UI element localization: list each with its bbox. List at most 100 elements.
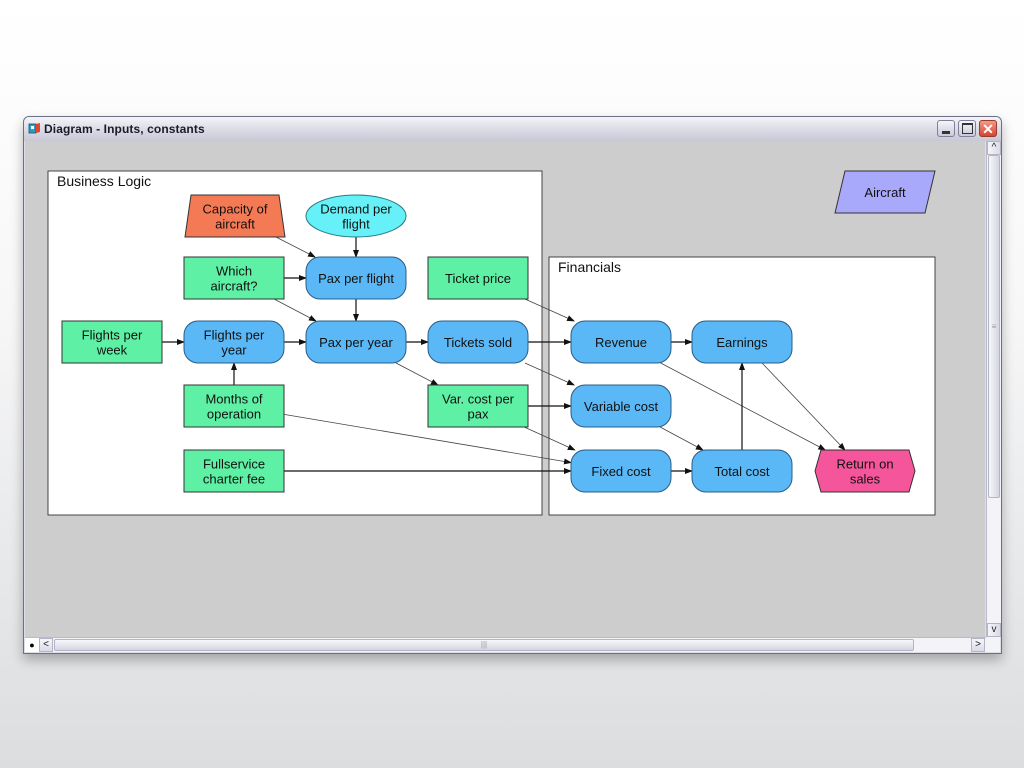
node-label: operation [207,407,261,422]
horizontal-scrollbar[interactable]: ● < ||| > [25,637,986,652]
node-label: Variable cost [584,399,659,414]
node-shape[interactable] [834,170,936,214]
node-label: Months of [205,392,262,407]
node-shape[interactable] [427,256,529,300]
node-fixed-cost[interactable]: Fixed cost [570,449,672,493]
maximize-button[interactable] [958,120,976,137]
node-shape[interactable] [814,449,916,493]
arrow-capacity-to-pax-per-flight[interactable] [275,236,316,258]
chevron-down-icon: v [991,624,997,635]
node-ticket-price[interactable]: Ticket price [427,256,529,300]
arrow-earnings-to-return-on-sales[interactable] [761,362,846,451]
node-label: Pax per year [319,335,393,350]
node-shape[interactable] [691,449,793,493]
scroll-down-button[interactable]: v [987,623,1001,637]
node-shape[interactable] [183,256,285,300]
chevron-right-icon: > [975,639,981,650]
vertical-scroll-thumb[interactable]: ≡ [988,155,1000,498]
title-bar[interactable]: Diagram - Inputs, constants ✕ [24,117,1001,141]
arrow-revenue-to-return-on-sales[interactable] [660,362,827,451]
scroll-right-button[interactable]: > [971,638,985,652]
node-shape[interactable] [305,194,407,238]
node-shape[interactable] [427,384,529,428]
node-pax-per-flight[interactable]: Pax per flight [305,256,407,300]
arrow-var-cost-per-pax-to-fixed-cost[interactable] [524,426,576,451]
resize-grip[interactable] [986,637,1000,652]
node-earnings[interactable]: Earnings [691,320,793,364]
node-shape[interactable] [427,320,529,364]
chevron-up-icon: ^ [991,142,997,153]
node-label: Aircraft [864,185,906,200]
app-icon [28,123,40,134]
node-label: aircraft? [211,279,258,294]
node-shape[interactable] [570,320,672,364]
node-revenue[interactable]: Revenue [570,320,672,364]
minimize-button[interactable] [937,120,955,137]
scroll-up-button[interactable]: ^ [987,141,1001,155]
arrow-pax-per-year-to-var-cost-per-pax[interactable] [395,362,439,386]
node-label: Which [216,264,252,279]
lock-icon[interactable]: ● [25,638,39,652]
arrow-variable-cost-to-total-cost[interactable] [659,426,704,451]
node-label: Tickets sold [444,335,512,350]
node-label: Flights per [82,328,143,343]
node-shape[interactable] [183,449,285,493]
close-button[interactable]: ✕ [979,120,997,137]
node-shape[interactable] [61,320,163,364]
node-shape[interactable] [305,256,407,300]
diagram-window: Diagram - Inputs, constants ✕ Business L… [23,116,1002,654]
node-label: Earnings [716,335,768,350]
node-shape[interactable] [183,384,285,428]
node-shape[interactable] [305,320,407,364]
node-aircraft[interactable]: Aircraft [834,170,936,214]
node-pax-per-year[interactable]: Pax per year [305,320,407,364]
node-label: sales [850,472,881,487]
node-variable-cost[interactable]: Variable cost [570,384,672,428]
node-shape[interactable] [184,194,286,238]
module-label: Financials [558,259,621,275]
horizontal-scroll-thumb[interactable]: ||| [54,639,914,651]
close-icon: ✕ [982,120,994,137]
node-label: year [221,343,247,358]
scroll-left-button[interactable]: < [39,638,53,652]
node-total-cost[interactable]: Total cost [691,449,793,493]
arrow-months-of-operation-to-fixed-cost[interactable] [283,414,572,465]
node-shape[interactable] [570,449,672,493]
arrow-ticket-price-to-revenue[interactable] [524,298,575,322]
node-label: Ticket price [445,271,511,286]
node-label: Fixed cost [591,464,651,479]
node-label: week [96,343,128,358]
arrow-tickets-sold-to-variable-cost[interactable] [524,362,575,386]
grip-icon: ||| [480,640,488,649]
node-label: aircraft [215,217,255,232]
node-label: flight [342,217,370,232]
node-label: Return on [836,457,893,472]
node-label: Revenue [595,335,647,350]
node-tickets-sold[interactable]: Tickets sold [427,320,529,364]
arrow-which-aircraft-to-pax-per-year[interactable] [273,298,317,322]
window-title: Diagram - Inputs, constants [44,122,205,136]
node-label: Demand per [320,202,392,217]
node-label: Pax per flight [318,271,394,286]
node-label: Flights per [204,328,265,343]
node-shape[interactable] [691,320,793,364]
node-shape[interactable] [183,320,285,364]
vertical-scrollbar[interactable]: ^ ≡ v [986,141,1001,637]
node-label: Total cost [715,464,770,479]
node-label: Fullservice [203,457,265,472]
minimize-icon [942,131,950,134]
chevron-left-icon: < [43,639,49,650]
node-label: Var. cost per [442,392,515,407]
node-label: pax [468,407,489,422]
node-shape[interactable] [570,384,672,428]
